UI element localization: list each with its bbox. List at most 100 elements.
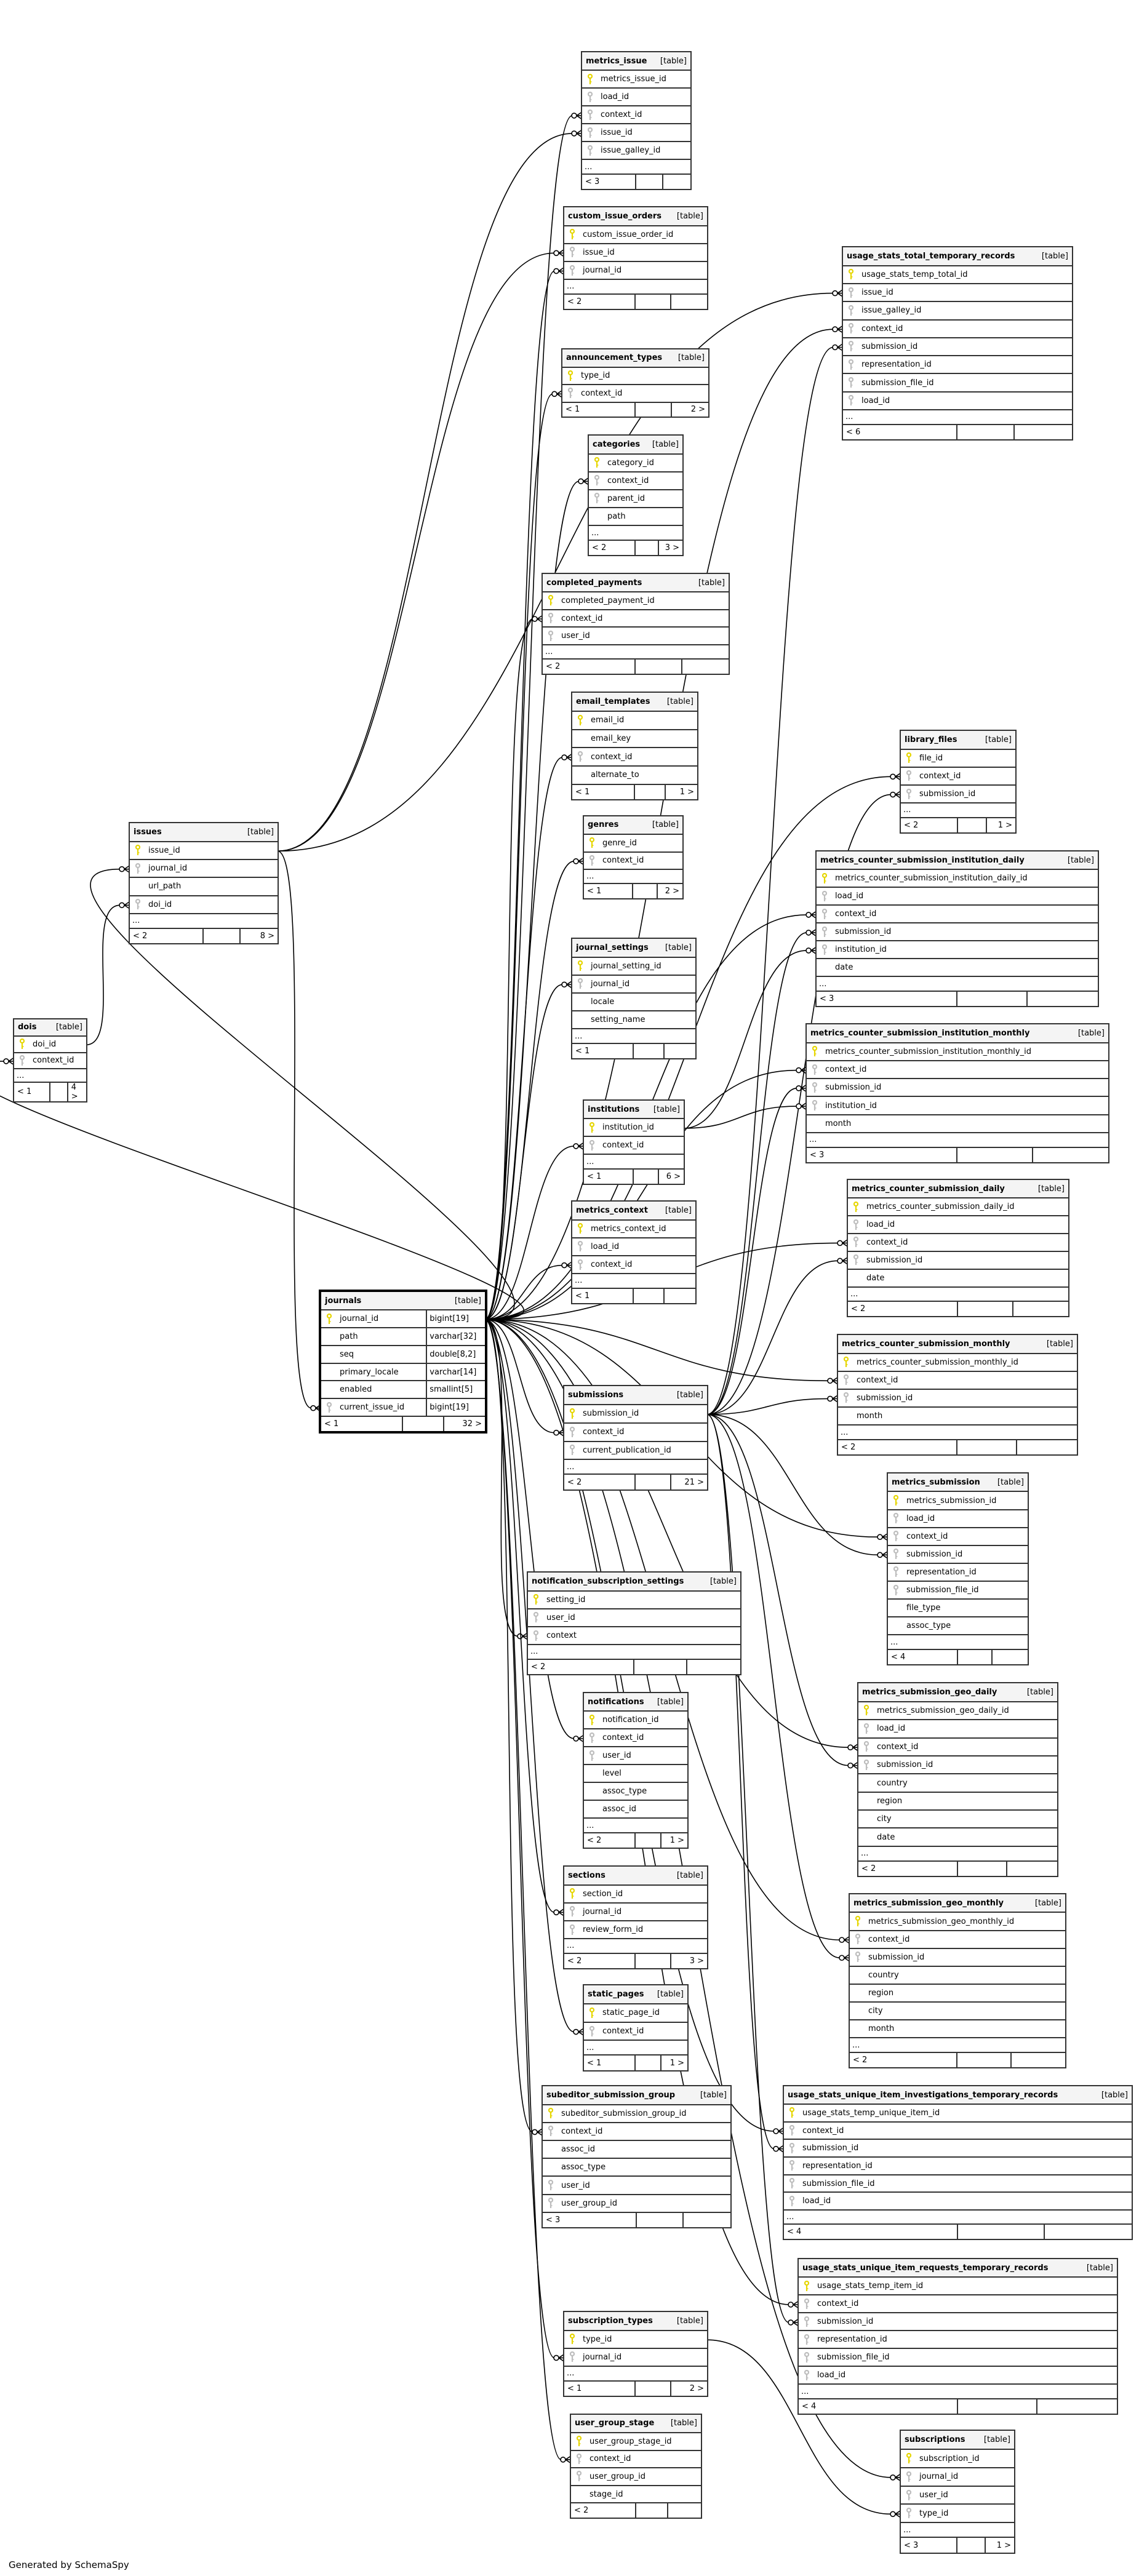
- table-usage-stats-unique-item-requests-temporary-records[interactable]: usage_stats_unique_item_requests_tempora…: [797, 2258, 1118, 2415]
- column-row[interactable]: file_type: [888, 1600, 1028, 1618]
- parents-count[interactable]: < 1: [321, 1417, 403, 1431]
- column-row[interactable]: submission_id: [858, 1757, 1057, 1775]
- column-row[interactable]: institution_id: [817, 941, 1098, 960]
- table-metrics-context[interactable]: metrics_context[table]metrics_context_id…: [571, 1200, 697, 1304]
- children-count[interactable]: 2 >: [690, 405, 705, 415]
- column-row[interactable]: month: [850, 2020, 1065, 2039]
- column-row[interactable]: context_id: [850, 1931, 1065, 1949]
- parents-count[interactable]: < 2: [564, 1953, 636, 1968]
- more-columns-indicator[interactable]: ...: [572, 1274, 695, 1289]
- column-row[interactable]: user_group_stage_id: [571, 2433, 701, 2451]
- column-row[interactable]: submission_id: [817, 923, 1098, 942]
- table-usage-stats-total-temporary-records[interactable]: usage_stats_total_temporary_records[tabl…: [842, 246, 1073, 441]
- table-header[interactable]: email_templates[table]: [572, 693, 697, 712]
- column-row[interactable]: load_id: [888, 1510, 1028, 1528]
- column-row[interactable]: email_id: [572, 712, 697, 730]
- column-row[interactable]: context_id: [799, 2295, 1117, 2314]
- column-row[interactable]: metrics_submission_id: [888, 1492, 1028, 1510]
- parents-count[interactable]: < 2: [838, 1440, 957, 1455]
- column-row[interactable]: type_id: [564, 2331, 707, 2349]
- column-row[interactable]: stage_id: [571, 2486, 701, 2504]
- column-row[interactable]: issue_galley_id: [843, 302, 1072, 321]
- column-row[interactable]: user_id: [543, 628, 729, 646]
- column-row[interactable]: metrics_issue_id: [582, 71, 690, 89]
- column-row[interactable]: context_id: [584, 2023, 687, 2041]
- column-row[interactable]: metrics_submission_geo_monthly_id: [850, 1913, 1065, 1931]
- table-header[interactable]: metrics_counter_submission_institution_m…: [807, 1024, 1108, 1043]
- children-count[interactable]: 1 >: [679, 787, 694, 797]
- children-count[interactable]: [1033, 1148, 1109, 1162]
- parents-count[interactable]: < 3: [817, 992, 957, 1007]
- column-row[interactable]: type_id: [901, 2505, 1014, 2524]
- children-count[interactable]: [682, 660, 729, 674]
- column-row[interactable]: representation_id: [784, 2158, 1132, 2175]
- column-row[interactable]: issue_id: [843, 284, 1072, 303]
- column-row[interactable]: date: [848, 1270, 1068, 1288]
- column-row[interactable]: user_group_id: [543, 2195, 730, 2213]
- column-row[interactable]: section_id: [564, 1886, 707, 1904]
- column-row[interactable]: review_form_id: [564, 1921, 707, 1940]
- column-row[interactable]: email_key: [572, 730, 697, 749]
- more-columns-indicator[interactable]: ...: [564, 1939, 707, 1954]
- table-header[interactable]: subscription_types[table]: [564, 2312, 707, 2331]
- column-row[interactable]: submission_id: [850, 1949, 1065, 1967]
- table-header[interactable]: categories[table]: [589, 436, 682, 455]
- table-header[interactable]: metrics_counter_submission_institution_d…: [817, 851, 1098, 871]
- table-user-group-stage[interactable]: user_group_stage[table]user_group_stage_…: [570, 2414, 702, 2519]
- table-header[interactable]: metrics_context[table]: [572, 1202, 695, 1221]
- column-row[interactable]: level: [584, 1765, 687, 1784]
- children-count[interactable]: 2 >: [665, 887, 679, 896]
- more-columns-indicator[interactable]: ...: [799, 2385, 1117, 2400]
- column-row[interactable]: institution_id: [807, 1097, 1108, 1115]
- column-row[interactable]: country: [850, 1967, 1065, 1985]
- column-row[interactable]: load_id: [799, 2367, 1117, 2385]
- column-row[interactable]: journal_id: [564, 2349, 707, 2367]
- column-row[interactable]: context_id: [543, 2123, 730, 2142]
- table-header[interactable]: static_pages[table]: [584, 1985, 687, 2005]
- column-row[interactable]: context_id: [838, 1372, 1077, 1390]
- table-header[interactable]: usage_stats_unique_item_requests_tempora…: [799, 2259, 1117, 2278]
- parents-count[interactable]: < 1: [572, 784, 635, 799]
- column-row[interactable]: load_id: [848, 1216, 1068, 1235]
- column-row[interactable]: path: [589, 508, 682, 527]
- column-row[interactable]: submission_id: [784, 2140, 1132, 2158]
- column-row[interactable]: submission_file_id: [888, 1582, 1028, 1600]
- more-columns-indicator[interactable]: ...: [888, 1635, 1028, 1651]
- table-completed-payments[interactable]: completed_payments[table]completed_payme…: [542, 573, 730, 675]
- column-row[interactable]: usage_stats_temp_total_id: [843, 266, 1072, 284]
- column-row[interactable]: issue_id: [130, 842, 278, 860]
- column-row[interactable]: custom_issue_order_id: [564, 226, 707, 244]
- column-row[interactable]: parent_id: [589, 490, 682, 509]
- column-row[interactable]: issue_id: [564, 244, 707, 262]
- more-columns-indicator[interactable]: ...: [838, 1426, 1077, 1440]
- column-row[interactable]: doi_id: [130, 896, 278, 914]
- children-count[interactable]: 1 >: [669, 1836, 684, 1846]
- parents-count[interactable]: < 1: [584, 884, 633, 898]
- children-count[interactable]: 1 >: [669, 2058, 684, 2068]
- table-header[interactable]: notifications[table]: [584, 1693, 687, 1712]
- column-row[interactable]: submission_id: [564, 1405, 707, 1424]
- table-header[interactable]: submissions[table]: [564, 1386, 707, 1406]
- more-columns-indicator[interactable]: ...: [589, 526, 682, 541]
- column-row[interactable]: issue_id: [582, 124, 690, 143]
- column-row[interactable]: load_id: [817, 888, 1098, 906]
- column-row[interactable]: submission_file_id: [784, 2175, 1132, 2193]
- table-notification-subscription-settings[interactable]: notification_subscription_settings[table…: [527, 1571, 741, 1675]
- children-count[interactable]: [663, 175, 690, 189]
- column-row[interactable]: locale: [572, 994, 695, 1012]
- more-columns-indicator[interactable]: ...: [14, 1069, 86, 1083]
- column-row[interactable]: institution_id: [584, 1119, 684, 1138]
- children-count[interactable]: 4 >: [71, 1082, 78, 1101]
- children-count[interactable]: 1 >: [997, 820, 1012, 830]
- table-header[interactable]: metrics_submission_geo_daily[table]: [858, 1683, 1057, 1702]
- column-row[interactable]: usage_stats_temp_unique_item_id: [784, 2105, 1132, 2123]
- table-header[interactable]: journal_settings[table]: [572, 939, 695, 958]
- column-row[interactable]: alternate_to: [572, 767, 697, 785]
